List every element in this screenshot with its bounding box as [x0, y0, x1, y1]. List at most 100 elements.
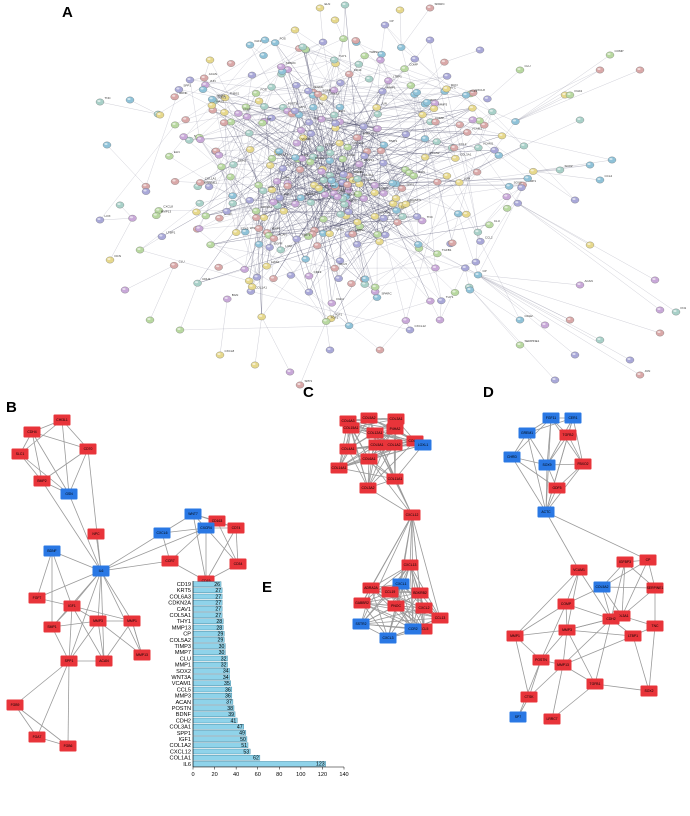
- gene-node: [564, 412, 582, 424]
- ppi-node: [440, 58, 449, 66]
- ppi-node: [260, 103, 269, 110]
- ppi-node: [461, 264, 470, 272]
- ppi-node-highlight: [331, 191, 335, 194]
- ppi-edge: [294, 29, 370, 80]
- ppi-node: [296, 194, 306, 202]
- ppi-node-label: CCL2: [485, 235, 493, 239]
- ppi-node-highlight: [414, 214, 418, 217]
- ppi-node-highlight: [356, 162, 360, 165]
- ppi-node-label: LOX: [268, 185, 274, 189]
- ppi-node: [347, 280, 356, 287]
- gene-node-label: SOX2: [644, 689, 653, 693]
- ppi-node-highlight: [484, 96, 489, 99]
- ppi-node-label: CXCL12: [352, 141, 364, 145]
- ppi-node-label: FGF2: [336, 297, 344, 301]
- network-edge: [68, 448, 89, 495]
- ppi-edge: [334, 59, 381, 186]
- network-edge: [131, 620, 143, 656]
- ppi-node: [425, 4, 435, 12]
- ppi-edge: [376, 60, 381, 108]
- ppi-edge: [269, 247, 274, 279]
- ppi-node-highlight: [340, 172, 345, 175]
- ppi-node-highlight: [378, 148, 382, 151]
- ppi-node: [515, 316, 525, 324]
- ppi-node-highlight: [194, 281, 199, 284]
- ppi-node: [251, 207, 261, 215]
- ppi-edge: [274, 42, 336, 124]
- ppi-node: [412, 213, 422, 220]
- ppi-node: [595, 66, 605, 74]
- ppi-node-highlight: [504, 194, 508, 197]
- network-edge: [562, 618, 612, 666]
- ppi-node-highlight: [266, 233, 270, 236]
- ppi-node-highlight: [306, 274, 310, 277]
- ppi-node-highlight: [597, 68, 601, 70]
- ppi-node: [200, 74, 209, 82]
- ppi-edge: [469, 287, 521, 346]
- ppi-edge: [477, 274, 641, 376]
- network-edge: [36, 570, 102, 599]
- ppi-edge: [338, 203, 407, 279]
- ppi-node: [372, 104, 381, 111]
- ppi-edge: [437, 253, 571, 321]
- ppi-edge: [210, 221, 358, 246]
- ppi-node: [260, 36, 270, 44]
- ppi-node-highlight: [171, 263, 175, 266]
- ppi-node: [214, 263, 223, 271]
- ppi-node: [313, 90, 323, 98]
- gene-node: [359, 482, 377, 494]
- ppi-node-highlight: [292, 28, 296, 30]
- ppi-node-label: IGF1: [336, 313, 343, 317]
- gene-node-label: CD34: [234, 562, 243, 566]
- ppi-node: [206, 241, 215, 249]
- ppi-node: [141, 188, 151, 195]
- bar-category-label: COL1A2: [170, 743, 191, 749]
- ppi-node: [421, 153, 430, 161]
- ppi-node: [181, 116, 190, 123]
- ppi-node: [205, 56, 215, 64]
- ppi-node-highlight: [382, 232, 386, 235]
- ppi-node-highlight: [348, 281, 353, 284]
- bar-category-label: SOX2: [176, 669, 191, 675]
- ppi-node: [304, 272, 314, 280]
- x-tick-label: 60: [255, 772, 261, 778]
- ppi-node: [502, 193, 511, 201]
- ppi-node: [244, 277, 254, 285]
- bar-category-label: MMP7: [175, 650, 191, 656]
- ppi-edge: [380, 59, 437, 142]
- network-edge: [526, 432, 547, 513]
- ppi-node-highlight: [267, 245, 271, 248]
- ppi-node: [400, 65, 409, 73]
- ppi-node: [291, 200, 300, 208]
- panel-c-letter: C: [303, 384, 314, 401]
- ppi-edge: [197, 233, 353, 284]
- gene-node-label: CDH4: [27, 430, 36, 434]
- ppi-node-highlight: [260, 53, 265, 56]
- ppi-node: [607, 156, 617, 164]
- ppi-node-highlight: [314, 243, 318, 246]
- ppi-node-highlight: [166, 154, 170, 157]
- ppi-node: [325, 346, 335, 354]
- gene-node-label: CD19: [202, 579, 211, 583]
- ppi-node: [475, 46, 485, 54]
- ppi-node: [169, 262, 179, 269]
- ppi-node: [392, 207, 401, 214]
- ppi-node-highlight: [218, 164, 223, 167]
- ppi-edge: [215, 151, 258, 278]
- network-edge: [594, 618, 612, 685]
- ppi-edge: [224, 112, 298, 160]
- gene-node: [559, 429, 577, 441]
- ppi-node-label: CD19: [305, 164, 313, 168]
- ppi-node-highlight: [259, 314, 263, 317]
- ppi-node: [125, 96, 135, 104]
- ppi-node: [575, 116, 585, 124]
- gene-node-label: FGA7: [33, 735, 42, 739]
- bar-value-label: 49: [239, 731, 245, 737]
- ppi-node: [635, 66, 645, 74]
- ppi-node-highlight: [332, 266, 336, 269]
- ppi-edge: [276, 181, 282, 250]
- gene-node-label: LRRC7: [546, 717, 557, 721]
- gene-node-label: COL5A2: [362, 416, 375, 420]
- gene-node: [133, 649, 151, 661]
- ppi-node-highlight: [424, 100, 428, 103]
